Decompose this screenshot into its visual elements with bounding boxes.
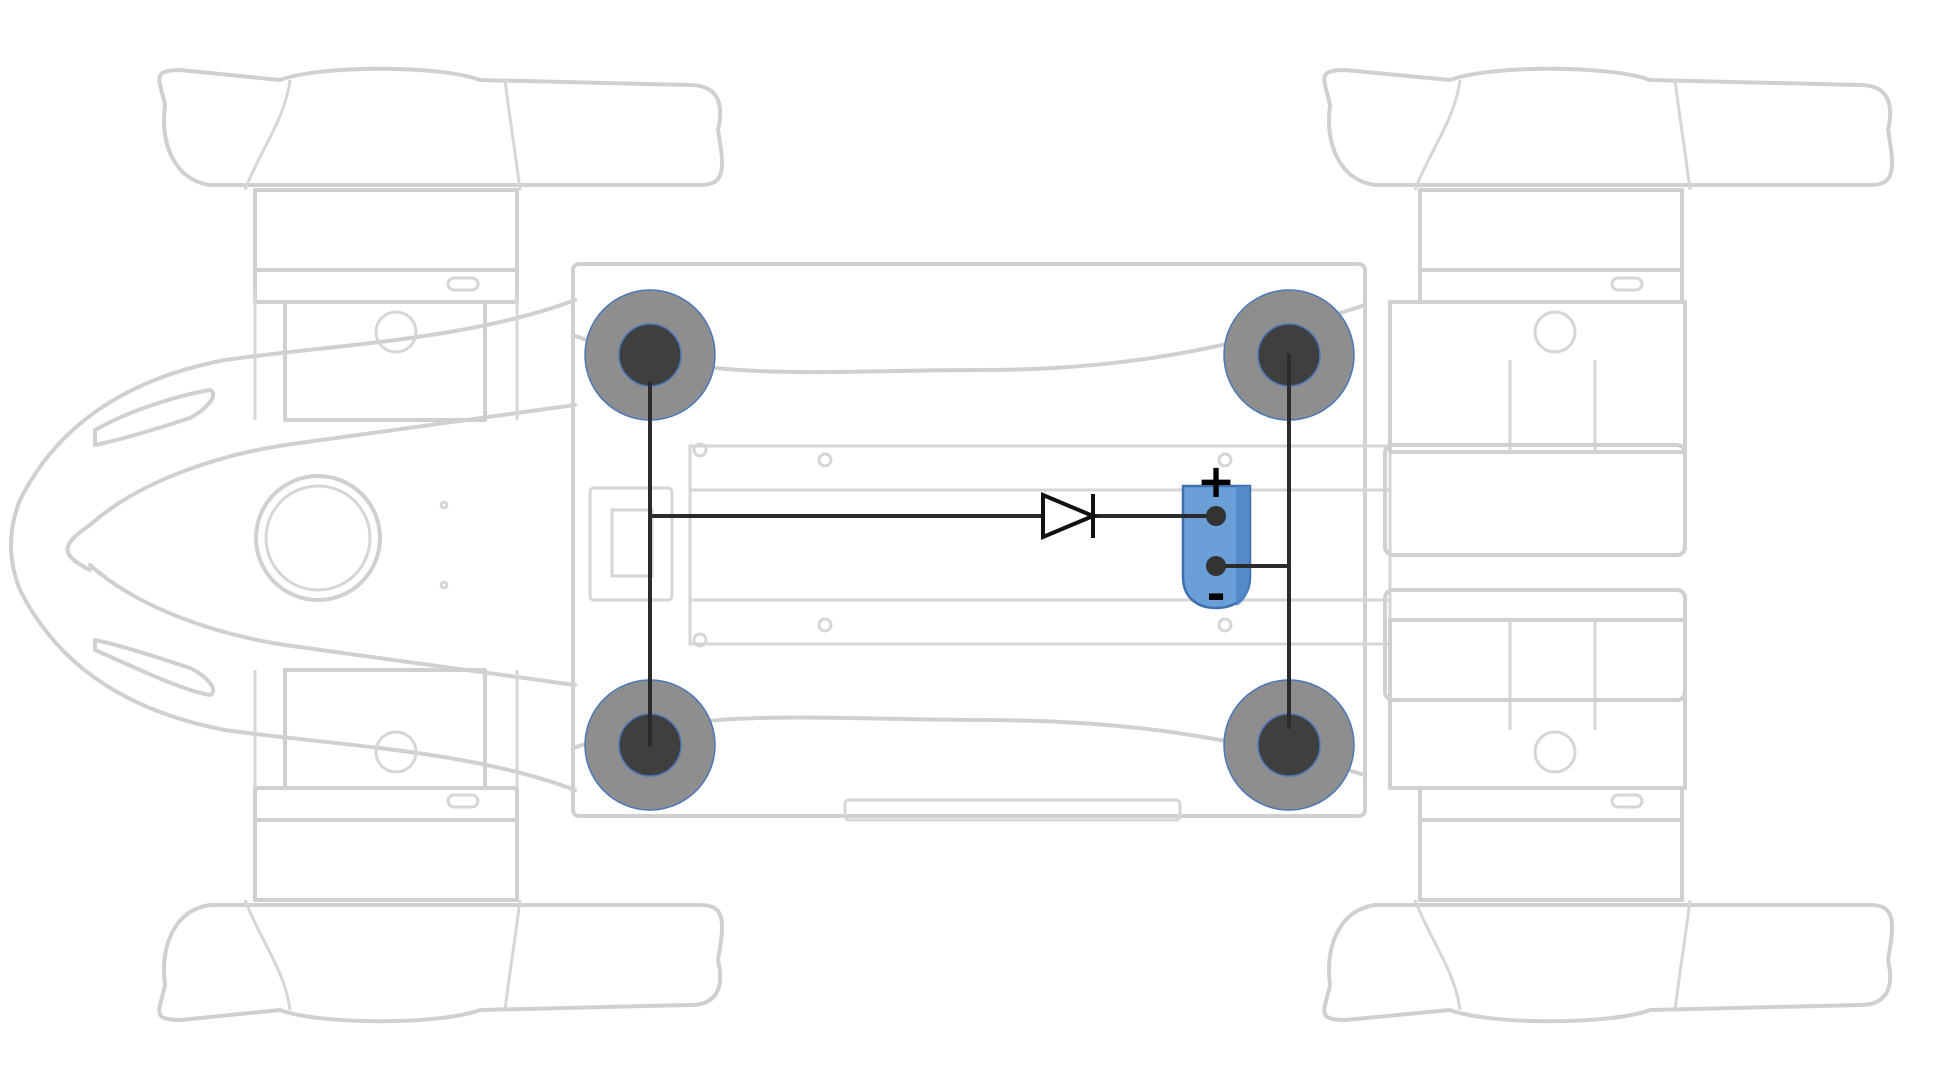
contact-pad-top-left: [584, 289, 716, 421]
battery-plus-label: +: [1197, 454, 1236, 508]
leg-top-left: [157, 66, 724, 422]
robot-outline: [9, 66, 1894, 1024]
battery-negative-terminal: [1206, 556, 1226, 576]
leg-top-right: [1322, 66, 1894, 557]
leg-bottom-left: [157, 668, 724, 1024]
contact-pad-bottom-right: [1223, 679, 1355, 811]
leg-bottom-right: [1322, 588, 1894, 1024]
circuit-wires: [648, 353, 1291, 747]
battery-minus-label: -: [1206, 567, 1225, 621]
battery-positive-terminal: [1206, 506, 1226, 526]
diode-symbol: [1041, 491, 1099, 541]
